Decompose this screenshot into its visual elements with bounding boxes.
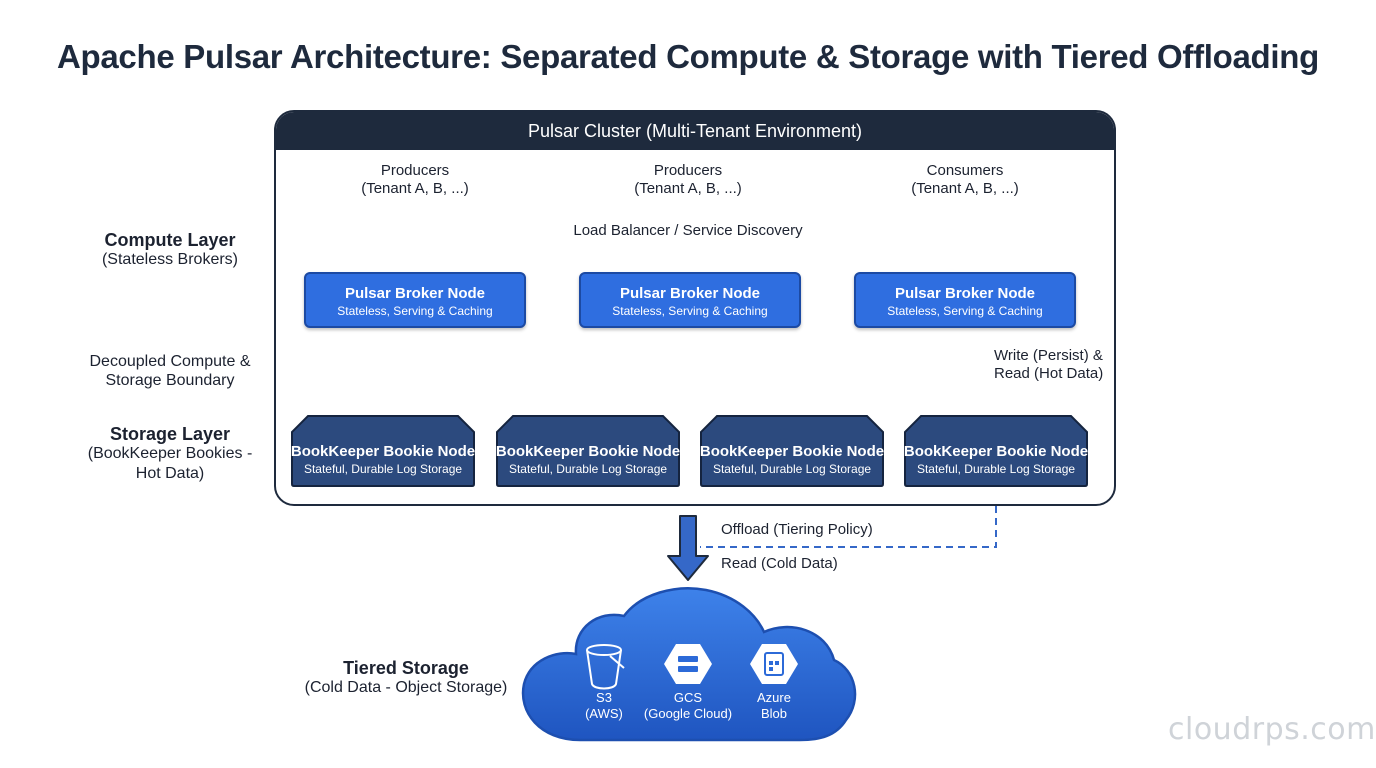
compute-layer-heading: Compute Layer <box>104 230 236 250</box>
bookie-desc: Stateful, Durable Log Storage <box>712 462 872 476</box>
storage-layer-sub1: (BookKeeper Bookies - <box>87 445 253 462</box>
bookie-desc: Stateful, Durable Log Storage <box>508 462 668 476</box>
broker-name: Pulsar Broker Node <box>344 285 486 302</box>
storage-hexagon-icon <box>664 644 712 684</box>
provider-name: S3 <box>596 690 612 705</box>
write-read-label: Write (Persist) & Read (Hot Data) <box>994 347 1104 383</box>
provider-name: GCS <box>673 690 703 705</box>
bookie-node-2[interactable]: BookKeeper Bookie Node Stateful, Durable… <box>495 414 681 488</box>
boundary-label: Decoupled Compute & Storage Boundary <box>70 352 270 390</box>
cluster-header: Pulsar Cluster (Multi-Tenant Environment… <box>276 112 1114 150</box>
tiered-storage-heading: Tiered Storage <box>343 658 469 678</box>
bookie-name: BookKeeper Bookie Node <box>290 443 476 460</box>
provider-sub: (Google Cloud) <box>643 706 733 721</box>
bucket-icon <box>586 644 625 690</box>
broker-node-2[interactable]: Pulsar Broker Node Stateless, Serving & … <box>579 272 801 328</box>
broker-node-3[interactable]: Pulsar Broker Node Stateless, Serving & … <box>854 272 1076 328</box>
client-tenants: (Tenant A, B, ...) <box>911 180 1019 197</box>
offload-label: Offload (Tiering Policy) <box>721 521 873 539</box>
bookie-name: BookKeeper Bookie Node <box>699 443 885 460</box>
compute-layer-sub: (Stateless Brokers) <box>101 251 239 268</box>
broker-desc: Stateless, Serving & Caching <box>887 304 1043 318</box>
client-role: Consumers <box>926 162 1004 179</box>
watermark: cloudrps.com <box>1168 712 1376 747</box>
bookie-desc: Stateful, Durable Log Storage <box>916 462 1076 476</box>
client-tenants: (Tenant A, B, ...) <box>361 180 469 197</box>
storage-layer-label: Storage Layer (BookKeeper Bookies - Hot … <box>60 424 280 484</box>
storage-layer-sub2: Hot Data) <box>135 465 205 482</box>
offload-dashed-path <box>700 494 997 548</box>
storage-layer-heading: Storage Layer <box>109 424 231 444</box>
tiered-storage-label: Tiered Storage (Cold Data - Object Stora… <box>296 658 516 698</box>
gcs-label: GCS (Google Cloud) <box>638 690 738 722</box>
client-role: Producers <box>653 162 723 179</box>
azure-label: Azure Blob <box>724 690 824 722</box>
page-title: Apache Pulsar Architecture: Separated Co… <box>56 38 1319 75</box>
bookie-node-1[interactable]: BookKeeper Bookie Node Stateful, Durable… <box>290 414 476 488</box>
read-cold-label: Read (Cold Data) <box>721 555 838 573</box>
bookie-node-3[interactable]: BookKeeper Bookie Node Stateful, Durable… <box>699 414 885 488</box>
provider-sub: (AWS) <box>585 706 623 721</box>
bookie-name: BookKeeper Bookie Node <box>495 443 681 460</box>
broker-node-1[interactable]: Pulsar Broker Node Stateless, Serving & … <box>304 272 526 328</box>
boundary-label-line1: Decoupled Compute & <box>89 353 251 370</box>
producers-client-1: Producers (Tenant A, B, ...) <box>315 162 515 198</box>
tiering-down-arrow <box>667 515 709 581</box>
broker-name: Pulsar Broker Node <box>894 285 1036 302</box>
boundary-label-line2: Storage Boundary <box>105 372 235 389</box>
client-tenants: (Tenant A, B, ...) <box>634 180 742 197</box>
broker-desc: Stateless, Serving & Caching <box>337 304 493 318</box>
write-read-line1: Write (Persist) & <box>994 347 1103 364</box>
provider-sub: Blob <box>760 706 788 721</box>
consumers-client: Consumers (Tenant A, B, ...) <box>865 162 1065 198</box>
broker-desc: Stateless, Serving & Caching <box>612 304 768 318</box>
broker-name: Pulsar Broker Node <box>619 285 761 302</box>
client-role: Producers <box>380 162 450 179</box>
blob-file-icon <box>750 644 798 684</box>
producers-client-2: Producers (Tenant A, B, ...) <box>588 162 788 198</box>
load-balancer-label: Load Balancer / Service Discovery <box>566 221 810 241</box>
bookie-desc: Stateful, Durable Log Storage <box>303 462 463 476</box>
bookie-name: BookKeeper Bookie Node <box>903 443 1089 460</box>
tiered-storage-sub: (Cold Data - Object Storage) <box>304 679 508 696</box>
provider-name: Azure <box>757 690 791 705</box>
s3-label: S3 (AWS) <box>554 690 654 722</box>
write-read-line2: Read (Hot Data) <box>994 365 1104 382</box>
compute-layer-label: Compute Layer (Stateless Brokers) <box>70 230 270 270</box>
bookie-node-4[interactable]: BookKeeper Bookie Node Stateful, Durable… <box>903 414 1089 488</box>
